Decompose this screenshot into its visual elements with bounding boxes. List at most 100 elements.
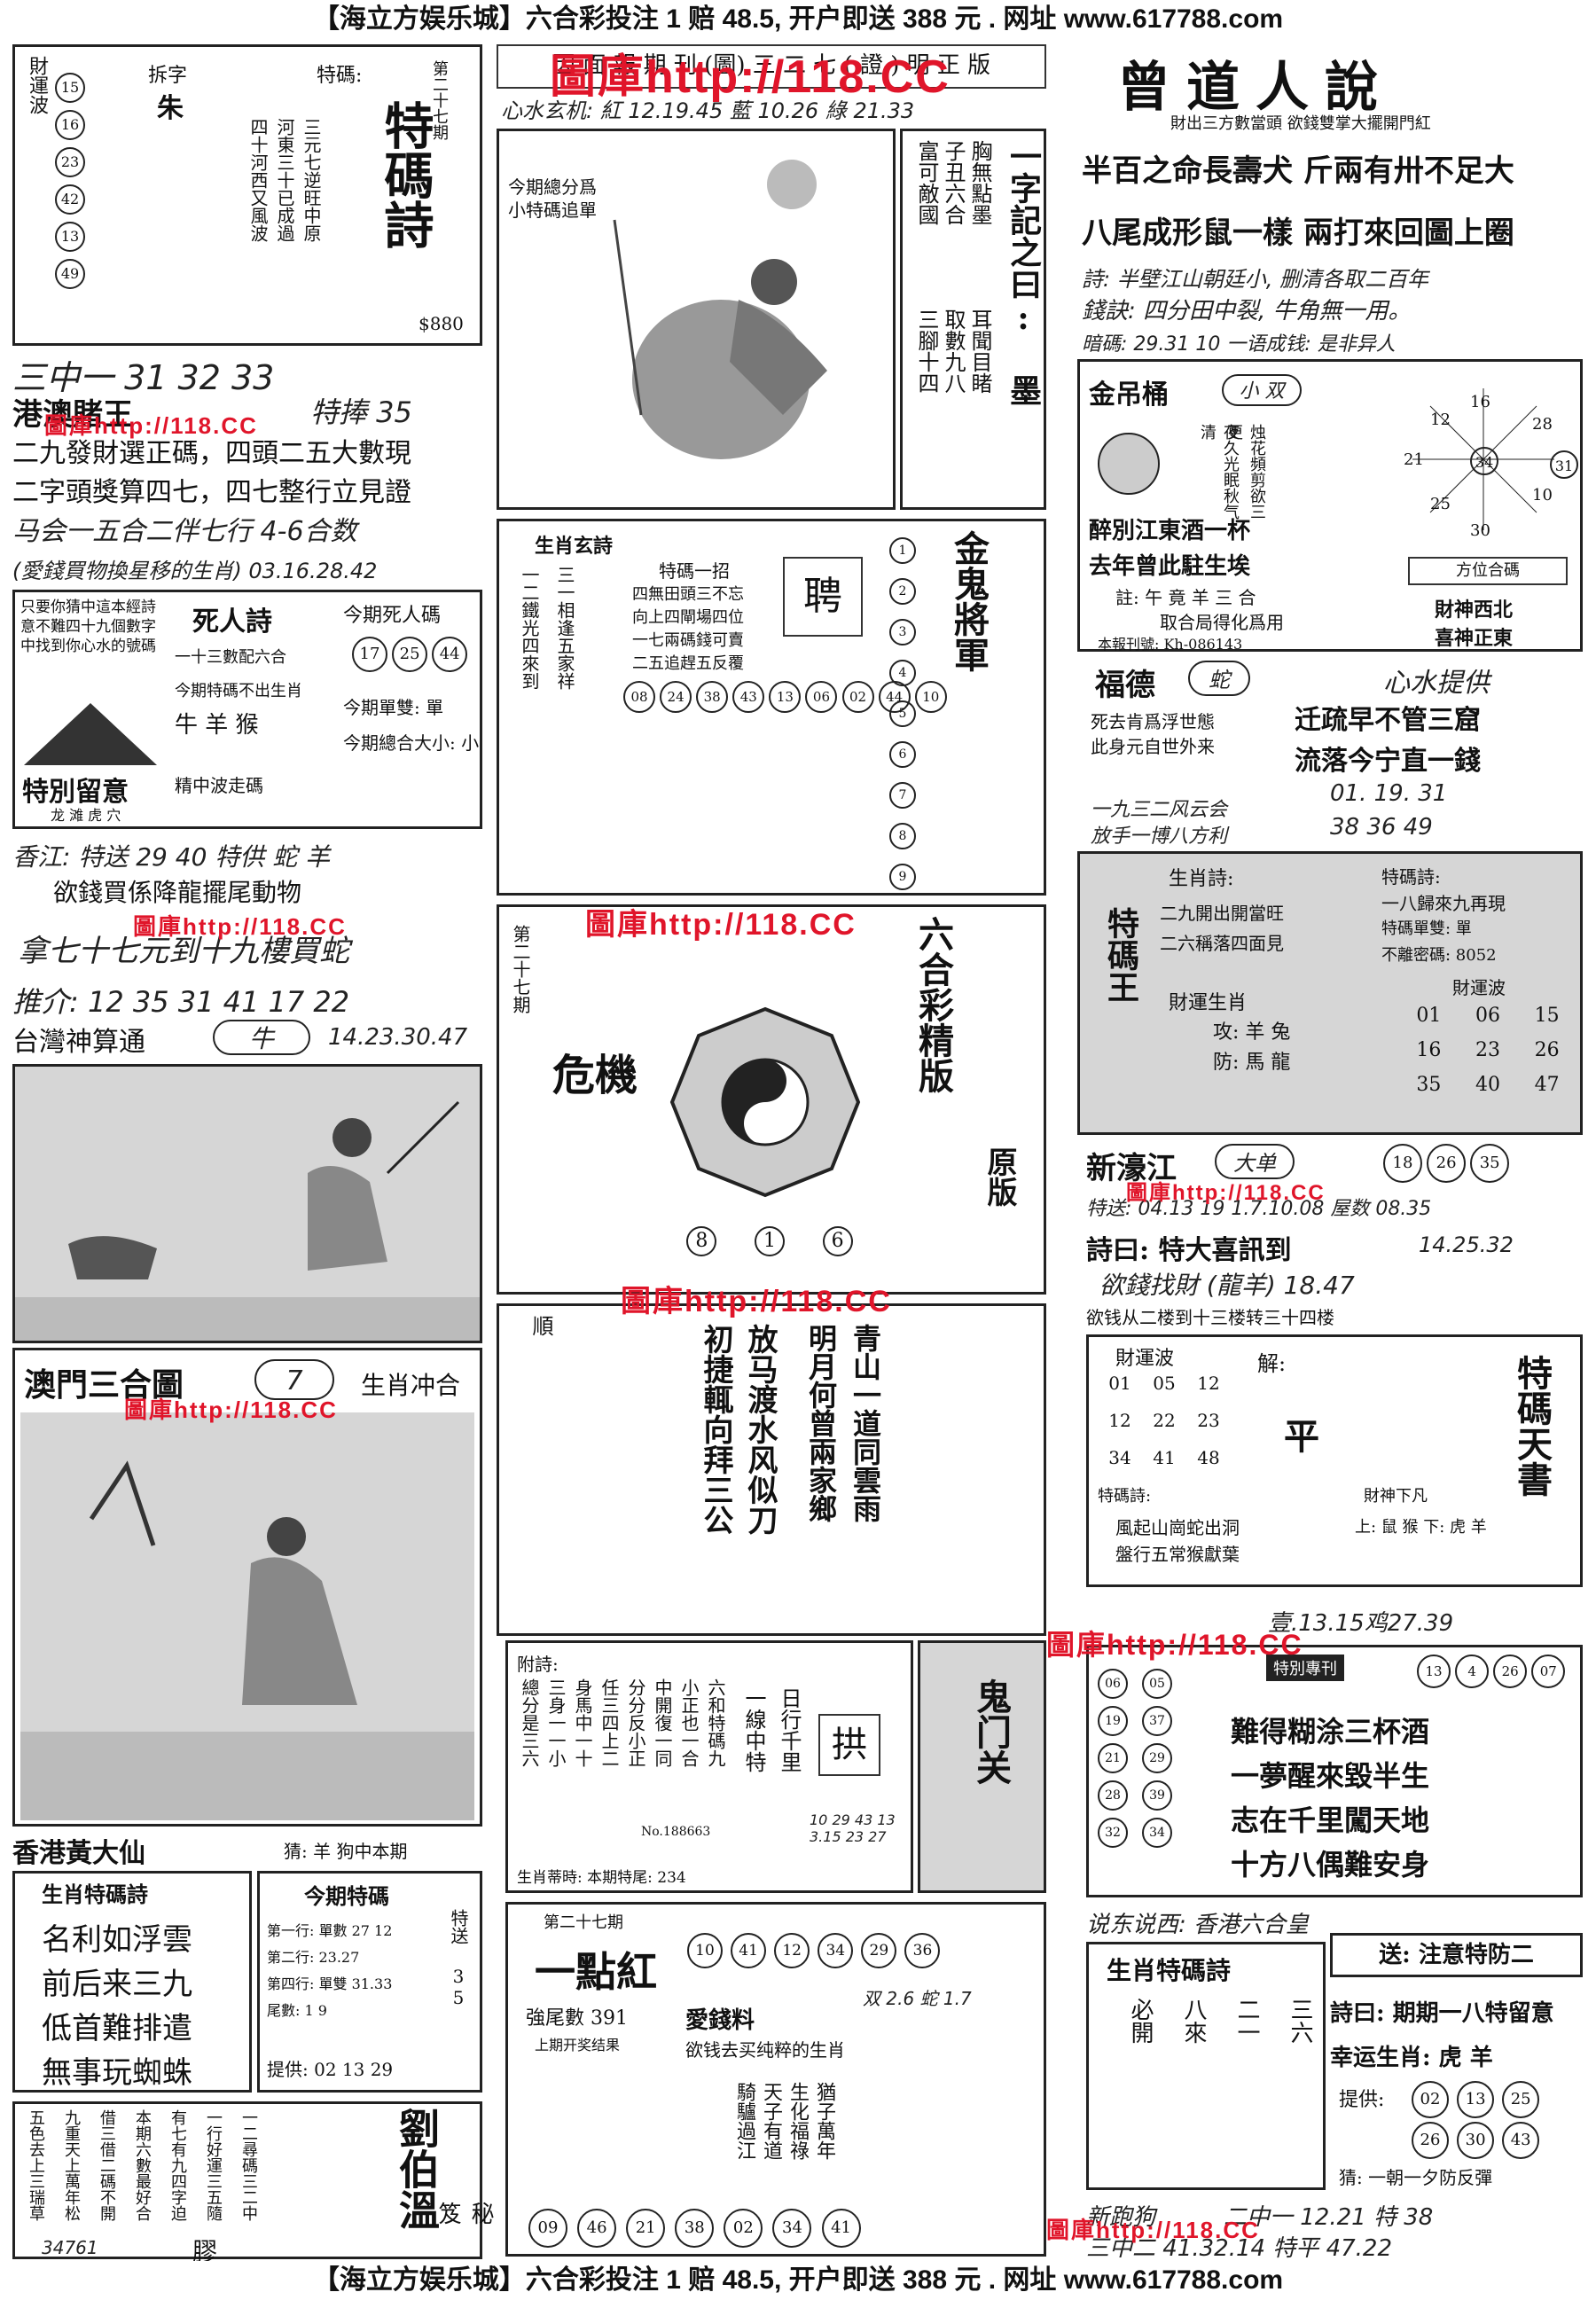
tejia-circle: 4 [1455, 1655, 1490, 1688]
youma-line: 放马渡水风似刀 [742, 1324, 778, 1535]
bulizhen-line: 不離密碼: 8052 [1381, 946, 1497, 965]
caiyunbo2-grid: 01 05 12 12 22 23 34 41 48 [1098, 1373, 1231, 1468]
tema-danshuang: 特碼單雙: 單 [1381, 919, 1472, 938]
fangwei-label: 方位合碼 [1408, 557, 1568, 585]
caiyunbo2-num: 05 [1153, 1373, 1176, 1394]
poem-line: 河東三十已成過 [274, 118, 295, 242]
vpoem2-line: 生化福祿 [786, 2082, 809, 2160]
tema-price: $880 [419, 313, 464, 334]
gong-box: 拱 [818, 1714, 880, 1776]
circled-col-num: 5 [889, 700, 916, 727]
shengxiao-shi-label: 生肖詩: [1169, 868, 1234, 890]
shengxiao-title: 生肖玄詩 [535, 535, 614, 558]
siren-code: 25 [392, 637, 428, 672]
circled-number: 16 [55, 110, 85, 140]
watermark-text: 圖庫http://118.CC [1046, 2217, 1260, 2243]
row-num: 24 [660, 681, 692, 713]
jindiao-title: 金吊桶 [1089, 379, 1169, 411]
jingui-char: 聘 [783, 557, 863, 637]
siren-right-line: 今期總合大小: 小 [343, 732, 480, 754]
fisherman-illustration [15, 1100, 480, 1341]
tebie-box: 06 19 21 28 32 05 37 29 39 34 特別專刊 13 4 … [1086, 1645, 1583, 1897]
row-num: 38 [696, 681, 729, 713]
caiyun-line: 防: 馬 龍 [1213, 1052, 1291, 1074]
bottom-num-circle: 21 [626, 2209, 666, 2248]
xinpaogang-title: 新跑狗 [1086, 2204, 1156, 2231]
fude-title: 福德 [1095, 668, 1155, 703]
poem-vertical: 一行好運三五隨 [204, 2109, 223, 2221]
circled-number: 15 [55, 73, 85, 103]
wheel-num: 28 [1532, 415, 1553, 434]
gangao-tag: 特捧 35 [310, 395, 412, 429]
left-circles: 06 19 21 28 32 [1098, 1665, 1133, 1851]
tuijie-line: 推介: 12 35 31 41 17 22 [12, 985, 350, 1019]
circle-num2: 41 [731, 1933, 767, 1968]
caiyunbo-num: 06 [1475, 1005, 1500, 1027]
watermark-text: 圖庫http://118.CC [133, 913, 347, 940]
xinhaojiang-circle: 26 [1427, 1144, 1467, 1183]
daxian-title: 香港黃大仙 [12, 1838, 145, 1869]
aiqian-note-v: 順 [528, 1315, 553, 1336]
watermark-text: 圖庫http://118.CC [621, 1285, 892, 1318]
watermark-text: 圖庫http://118.CC [124, 1396, 338, 1423]
baoma-line: 本報刊號: Kh-086143 [1098, 636, 1243, 653]
yuanban-label: 原版 [982, 1146, 1017, 1207]
left-circle: 28 [1098, 1780, 1128, 1811]
jingui-title: 金鬼將軍 [948, 530, 990, 672]
siren-code-title: 今期死人碼 [343, 605, 442, 627]
liubowen-box: 五色去上三瑞草 九重天上萬年松 借三借二碼不開 本期六數最好合 有七有九四字迫 … [12, 2101, 494, 2266]
fude-subs: 死去肯爲浮世態 此身元自世外来 [1091, 709, 1215, 759]
caiyunbo2-label: 財運波 [1115, 1348, 1175, 1370]
jinqi-line: 第一行: 單數 27 12 [267, 1922, 393, 1939]
gangao-title: 港澳賭王 [12, 397, 133, 433]
circle-num2: 36 [904, 1933, 941, 1968]
liuhe-title: 六合彩精版 [912, 916, 954, 1093]
row-num: 13 [769, 681, 802, 713]
fude-sub: 此身元自世外来 [1091, 736, 1215, 757]
jin-poem: 烛花頻剪欲三更 [1224, 424, 1266, 520]
row-num: 02 [841, 681, 874, 713]
bottom-num-circle: 02 [724, 2209, 763, 2248]
circled-number: 23 [55, 147, 85, 177]
jindiao-tag: 小 双 [1222, 374, 1302, 406]
zuibie-line: 醉別江東酒一杯 [1089, 518, 1251, 544]
circle-nums2: 10 41 12 34 29 36 [685, 1931, 942, 1970]
tema-label: 特碼: [317, 65, 363, 87]
circled-col-num: 4 [889, 660, 916, 686]
liubowen-title: 劉伯溫 [393, 2108, 441, 2230]
shengshi-line: 二六稱落四面見 [1160, 933, 1284, 954]
gangao-line: 二九發財選正碼，四頭二五大數現 [12, 438, 411, 469]
caiyunbo2-box: 財運波 01 05 12 12 22 23 34 41 48 解: 平 特碼天書… [1086, 1334, 1583, 1587]
zonghe-note: 今期總分爲小特碼追單 [508, 176, 597, 221]
caiyunbo-grid: 01 06 15 16 23 26 35 40 47 [1399, 1005, 1576, 1096]
zici-value: 朱 [157, 93, 184, 124]
yixian-label: 一線中特 [741, 1687, 766, 1772]
caiyunbo-num: 15 [1534, 1005, 1560, 1027]
sanzhong-line: 三中一 31 32 33 [12, 358, 275, 397]
circled-number: 49 [55, 259, 85, 289]
daxian-poem-line: 低首難排遣 [42, 2011, 192, 2046]
daxian-poem-line: 無事玩蜘蛛 [42, 2055, 192, 2091]
fushi-line: 三身一一小 [545, 1678, 567, 1767]
aomen-note: 生肖冲合 [361, 1371, 461, 1400]
tigong2-num: 13 [1457, 2081, 1495, 2118]
tigong2-nums: 02 13 25 26 30 43 [1410, 2079, 1578, 2161]
youma-box: 順 放马渡水风似刀 初捷輒向拜三公 青山一道同雲雨 明月何曾兩家鄉 [497, 1303, 1046, 1636]
tema-poem-title: 特碼詩 [376, 100, 434, 249]
tebie-poem: 難得糊涂三杯酒 一夢醒來毀半生 志在千里闖天地 十方八偶難安身 [1231, 1709, 1429, 1887]
jin-poem: 夜久光眠秋气清 [1198, 424, 1240, 520]
bottom-num-circle: 46 [577, 2209, 617, 2248]
zici-label: 拆字 [148, 65, 188, 87]
left-circle: 37 [1142, 1706, 1172, 1736]
jindiao-box: 金吊桶 小 双 夜久光眠秋气清 烛花頻剪欲三更 醉別江東酒一杯 去年曾此駐生埃 … [1077, 359, 1583, 653]
zhuowen-line: 取數九八 [941, 309, 966, 394]
shuodong-line: 说东说西: 香港六合皇 [1086, 1912, 1310, 1938]
tema-yizhao: 特碼一招 [659, 560, 730, 582]
rixing-label: 日行千里 [777, 1687, 802, 1772]
temawang-title: 特碼王 [1102, 907, 1139, 1003]
xinhaojiang-circle: 35 [1470, 1144, 1510, 1183]
yuqian2-line: 欲钱从二楼到十三楼转三十四楼 [1086, 1307, 1334, 1328]
zeng-sub: 財出三方數當頭 欲錢雙掌大擺開門紅 [1170, 114, 1431, 133]
siren-mid-line: 一十三數配六合 [175, 648, 286, 667]
taiwan-title: 台灣神算通 [12, 1027, 145, 1058]
